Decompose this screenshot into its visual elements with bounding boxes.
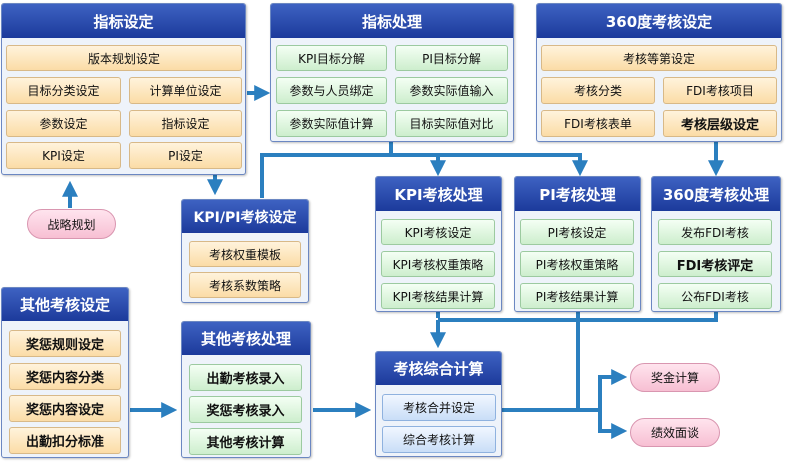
coefficient-strategy-button[interactable]: 考核系数策略	[189, 272, 301, 298]
panel-kpi-processing: KPI考核处理 KPI考核设定 KPI考核权重策略 KPI考核结果计算	[375, 176, 502, 312]
panel-title: 指标设定	[2, 4, 245, 38]
target-category-button[interactable]: 目标分类设定	[6, 77, 121, 104]
target-actual-compare-button[interactable]: 目标实际值对比	[395, 110, 508, 137]
reward-rules-button[interactable]: 奖惩规则设定	[9, 330, 121, 357]
pi-weight-strategy-button[interactable]: PI考核权重策略	[520, 251, 634, 277]
panel-kpipi-settings: KPI/PI考核设定 考核权重模板 考核系数策略	[181, 199, 309, 303]
other-calc-button[interactable]: 其他考核计算	[189, 428, 302, 455]
version-plan-button[interactable]: 版本规划设定	[6, 45, 242, 71]
panel-other-processing: 其他考核处理 出勤考核录入 奖惩考核录入 其他考核计算	[181, 321, 311, 458]
panel-title: 其他考核设定	[2, 288, 128, 321]
attendance-entry-button[interactable]: 出勤考核录入	[189, 364, 302, 391]
panel-title: 360度考核处理	[652, 177, 780, 211]
panel-360-settings: 360度考核设定 考核等第设定 考核分类 FDI考核项目 FDI考核表单 考核层…	[536, 3, 782, 142]
kpi-result-calc-button[interactable]: KPI考核结果计算	[381, 283, 495, 309]
panel-title: PI考核处理	[515, 177, 640, 211]
panel-title: 指标处理	[271, 4, 513, 38]
pi-settings-button[interactable]: PI设定	[129, 142, 242, 169]
panel-comprehensive: 考核综合计算 考核合并设定 综合考核计算	[375, 351, 502, 457]
bonus-calc-oval[interactable]: 奖金计算	[630, 363, 720, 392]
arrow-to-bonus	[598, 369, 628, 410]
merge-settings-button[interactable]: 考核合并设定	[382, 394, 496, 421]
panel-indicator-processing: 指标处理 KPI目标分解 PI目标分解 参数与人员绑定 参数实际值输入 参数实际…	[270, 3, 514, 142]
param-person-bind-button[interactable]: 参数与人员绑定	[276, 77, 387, 104]
panel-title: 考核综合计算	[376, 352, 501, 385]
param-actual-input-button[interactable]: 参数实际值输入	[395, 77, 508, 104]
fdi-form-button[interactable]: FDI考核表单	[541, 110, 655, 137]
panel-title: KPI/PI考核设定	[182, 200, 308, 233]
param-actual-calc-button[interactable]: 参数实际值计算	[276, 110, 387, 137]
panel-title: 360度考核设定	[537, 4, 781, 38]
panel-360-processing: 360度考核处理 发布FDI考核 FDI考核评定 公布FDI考核	[651, 176, 781, 312]
arrow-processing-to-kpipi	[260, 142, 393, 198]
panel-title: 其他考核处理	[182, 322, 310, 355]
panel-title: KPI考核处理	[376, 177, 501, 211]
reward-content-button[interactable]: 奖惩内容设定	[9, 395, 121, 422]
pi-result-calc-button[interactable]: PI考核结果计算	[520, 283, 634, 309]
comprehensive-calc-button[interactable]: 综合考核计算	[382, 426, 496, 453]
panel-indicator-settings: 指标设定 版本规划设定 目标分类设定 计算单位设定 参数设定 指标设定 KPI设…	[1, 3, 246, 175]
pi-target-decompose-button[interactable]: PI目标分解	[395, 45, 508, 71]
strategy-planning-oval[interactable]: 战略规划	[27, 209, 116, 239]
parameter-settings-button[interactable]: 参数设定	[6, 110, 121, 137]
fdi-evaluation-button[interactable]: FDI考核评定	[658, 251, 772, 277]
arrow-processing-to-pi	[391, 153, 588, 177]
indicator-settings-button[interactable]: 指标设定	[129, 110, 242, 137]
assessment-category-button[interactable]: 考核分类	[541, 77, 655, 104]
pi-assessment-settings-button[interactable]: PI考核设定	[520, 219, 634, 245]
panel-pi-processing: PI考核处理 PI考核设定 PI考核权重策略 PI考核结果计算	[514, 176, 641, 312]
line-360-to-bus	[438, 312, 718, 322]
fdi-items-button[interactable]: FDI考核项目	[663, 77, 777, 104]
reward-entry-button[interactable]: 奖惩考核录入	[189, 396, 302, 423]
arrow-to-performance	[598, 410, 628, 439]
panel-other-settings: 其他考核设定 奖惩规则设定 奖惩内容分类 奖惩内容设定 出勤扣分标准	[1, 287, 129, 458]
reward-category-button[interactable]: 奖惩内容分类	[9, 363, 121, 390]
kpi-settings-button[interactable]: KPI设定	[6, 142, 121, 169]
attendance-deduction-button[interactable]: 出勤扣分标准	[9, 427, 121, 454]
weight-template-button[interactable]: 考核权重模板	[189, 241, 301, 267]
kpi-weight-strategy-button[interactable]: KPI考核权重策略	[381, 251, 495, 277]
announce-fdi-button[interactable]: 公布FDI考核	[658, 283, 772, 309]
publish-fdi-button[interactable]: 发布FDI考核	[658, 219, 772, 245]
kpi-assessment-settings-button[interactable]: KPI考核设定	[381, 219, 495, 245]
grade-settings-button[interactable]: 考核等第设定	[541, 45, 777, 71]
unit-settings-button[interactable]: 计算单位设定	[129, 77, 242, 104]
performance-interview-oval[interactable]: 绩效面谈	[630, 418, 720, 447]
kpi-target-decompose-button[interactable]: KPI目标分解	[276, 45, 387, 71]
level-settings-button[interactable]: 考核层级设定	[663, 110, 777, 137]
